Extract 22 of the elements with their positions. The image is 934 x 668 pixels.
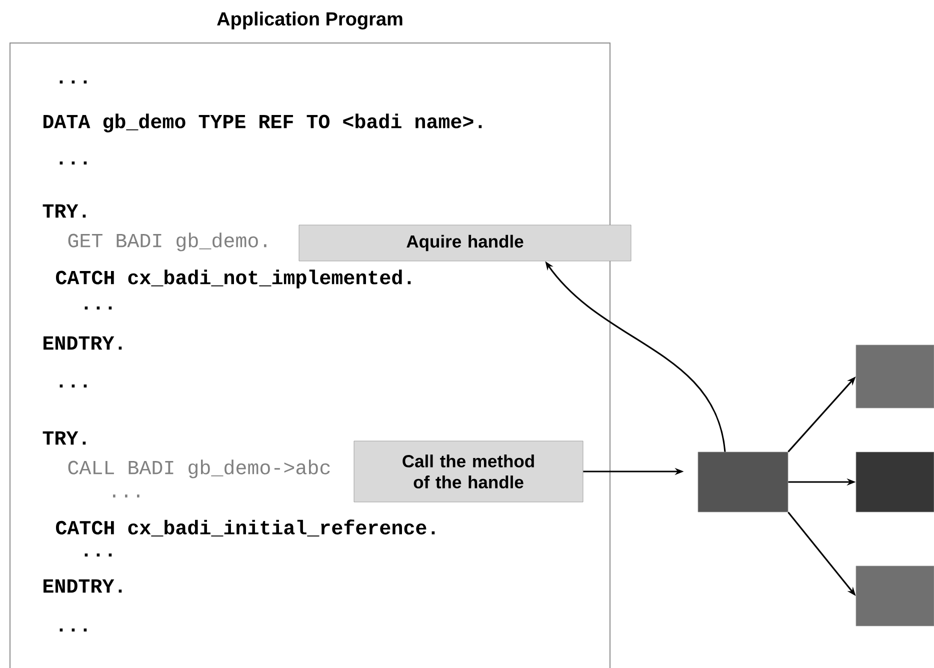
code-line: ...	[84, 554, 112, 556]
code-line: ...	[60, 628, 87, 632]
callout-box: Call the method of the handle	[354, 440, 584, 502]
code-line: TRY.	[42, 204, 86, 218]
code-line: CATCH cx_badi_initial_reference.	[56, 520, 435, 536]
code-line: TRY.	[42, 431, 86, 445]
code-line: ...	[113, 494, 140, 498]
component-box	[856, 344, 934, 408]
code-line: ...	[84, 306, 112, 310]
code-line: GET BADI gb_demo.	[68, 232, 266, 252]
component-box	[856, 452, 934, 512]
code-line: ENDTRY.	[44, 336, 122, 350]
component-box	[856, 566, 934, 626]
code-line: DATA gb_demo TYPE REF TO <badi name>.	[44, 114, 482, 132]
code-line: CATCH cx_badi_not_implemented.	[56, 270, 411, 288]
code-line: ...	[60, 162, 87, 164]
callout-box: Aquire handle	[298, 224, 632, 262]
code-line: CALL BADI gb_demo->abc	[68, 460, 330, 478]
component-box	[698, 452, 788, 512]
code-line: ...	[60, 80, 87, 84]
code-line: ...	[60, 384, 87, 388]
code-line: ENDTRY.	[44, 579, 122, 593]
